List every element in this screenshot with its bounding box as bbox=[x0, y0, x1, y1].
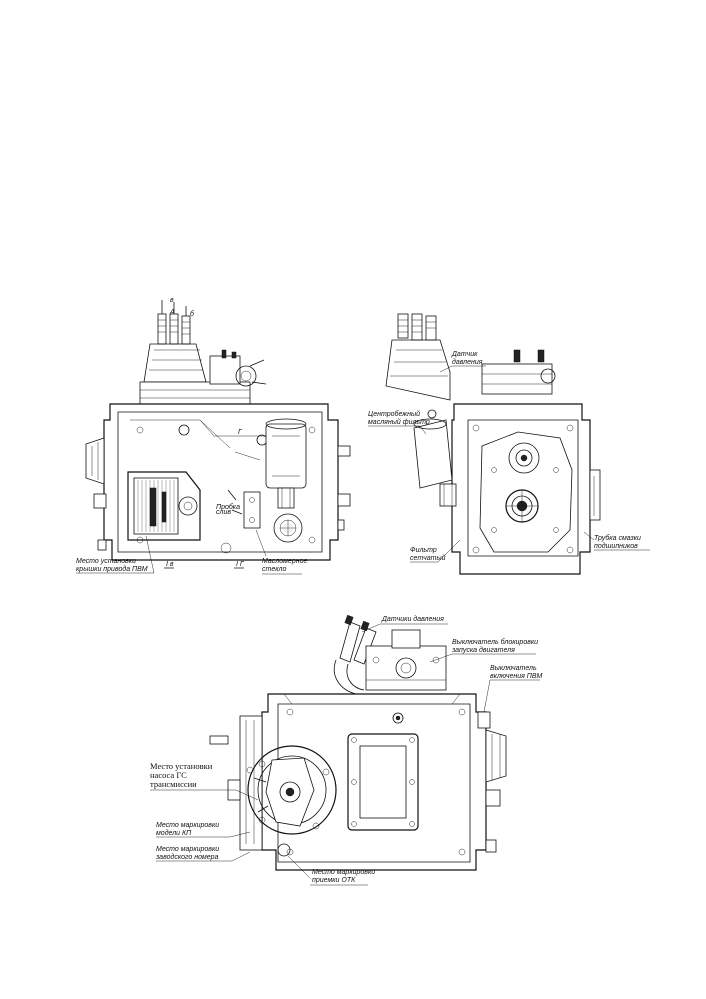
callout-pvm-switch: Выключатель включения ПВМ bbox=[483, 665, 543, 713]
svg-text:Выключатель включения: Выключатель включения ПВМ bbox=[490, 665, 543, 680]
oil-filter-canister bbox=[265, 418, 307, 509]
side-top-valves bbox=[481, 349, 556, 395]
svg-text:Датчики давления: Датчики давления bbox=[381, 615, 444, 623]
gearbox-side-view: Датчик давления Центробежный масляный фи… bbox=[368, 313, 650, 575]
marker-v: в bbox=[170, 297, 174, 304]
callout-otk-mark: Место маркировки приемки ОТК bbox=[287, 855, 377, 886]
side-housing bbox=[451, 403, 601, 575]
gearbox-front-view: в А б Г bbox=[76, 297, 351, 575]
right-side-fittings bbox=[220, 445, 351, 554]
callout-engine-lock-switch: Выключатель блокировки запуска двигателя bbox=[429, 638, 540, 663]
callout-factory-mark: Место маркировки заводского номера bbox=[155, 846, 251, 862]
svg-text:Место установки насоса: Место установки насоса ГС трансмиссии bbox=[150, 761, 214, 789]
gear-lever-boots bbox=[143, 300, 207, 383]
svg-text:Датчик давления: Датчик давления bbox=[451, 351, 483, 366]
callout-suction-filter: Фильтр сетчатый bbox=[410, 539, 461, 563]
callout-pvm-cover: Место установки крышки привода ПВМ bbox=[76, 535, 155, 574]
main-housing: Г bbox=[103, 403, 339, 561]
left-flange bbox=[209, 715, 263, 851]
gearbox-top-view: Датчики давления Выключатель блокировки … bbox=[150, 614, 543, 886]
callout-model-mark: Место маркировки модели КП bbox=[156, 822, 251, 838]
svg-text:Выключатель блокировки: Выключатель блокировки запуска двигателя bbox=[451, 638, 540, 654]
callout-pressure-sensors: Датчики давления bbox=[361, 615, 448, 633]
svg-text:Центробежный масляный: Центробежный масляный фильтр bbox=[368, 410, 430, 426]
callout-pressure-sensor: Датчик давления bbox=[439, 351, 486, 373]
svg-text:Масломерное стекло: Масломерное стекло bbox=[262, 558, 309, 573]
top-valve-block bbox=[365, 629, 447, 691]
callout-oil-glass: Масломерное стекло bbox=[255, 529, 309, 575]
svg-text:Место маркировки модел: Место маркировки модели КП bbox=[156, 822, 221, 837]
probka-label: Пробка слив bbox=[216, 503, 242, 516]
svg-text:Место установки крышки: Место установки крышки привода ПВМ bbox=[76, 558, 148, 573]
centrifugal-filter bbox=[413, 409, 457, 507]
section-marker-v: I в bbox=[166, 561, 174, 568]
oil-level-glass-area: Пробка слив bbox=[216, 489, 303, 543]
marker-b: б bbox=[190, 310, 195, 318]
left-shaft-flange bbox=[85, 437, 107, 551]
section-marker-g: I Г bbox=[236, 561, 245, 568]
top-cover-assembly bbox=[139, 349, 267, 405]
svg-text:Место маркировки прием: Место маркировки приемки ОТК bbox=[312, 869, 377, 884]
svg-text:Трубка смазки подшипни: Трубка смазки подшипников bbox=[594, 534, 643, 550]
pvm-drive-cover bbox=[127, 471, 201, 541]
pressure-sensor-tubes bbox=[333, 614, 377, 695]
marker-g-upper: Г bbox=[238, 429, 243, 436]
inspection-cover bbox=[347, 733, 419, 831]
pump-mount-flange bbox=[247, 745, 337, 857]
svg-text:Фильтр сетчатый: Фильтр сетчатый bbox=[410, 547, 446, 562]
svg-text:Место маркировки завод: Место маркировки заводского номера bbox=[155, 846, 221, 861]
right-cone-flange bbox=[477, 711, 507, 853]
marker-a: А bbox=[169, 309, 175, 316]
callout-pump-mount: Место установки насоса ГС трансмиссии bbox=[150, 761, 259, 801]
side-gear-boots bbox=[385, 313, 451, 401]
callout-bearing-tube: Трубка смазки подшипников bbox=[583, 531, 650, 551]
callout-centrifugal-filter: Центробежный масляный фильтр bbox=[368, 410, 430, 435]
